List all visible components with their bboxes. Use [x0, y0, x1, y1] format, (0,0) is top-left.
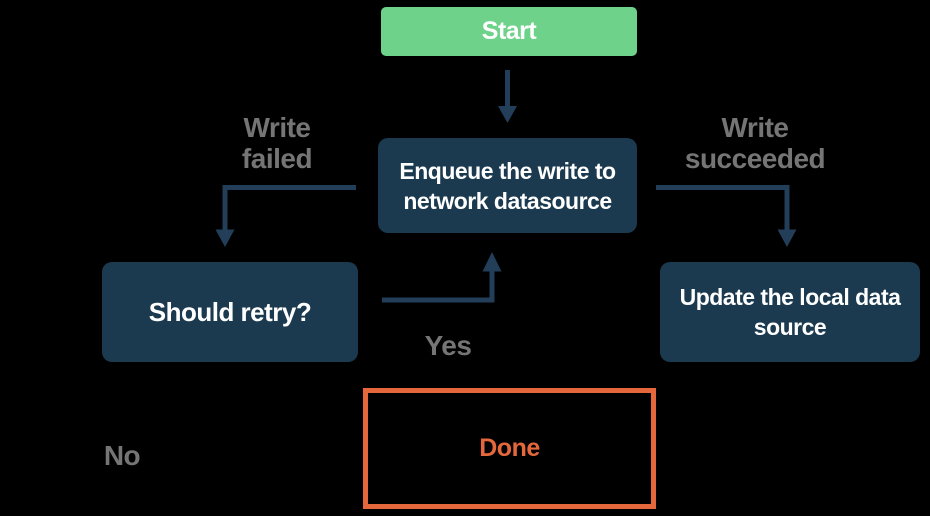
edge-label-write-succeeded: Write succeeded — [665, 112, 845, 174]
node-done: Done — [363, 388, 656, 509]
node-enqueue-write: Enqueue the write to network datasource — [378, 138, 637, 233]
arrow-yes-to-enqueue — [382, 252, 502, 303]
node-update-local-source-label-line2: source — [753, 314, 827, 340]
node-start-label: Start — [481, 17, 537, 45]
edge-label-write-succeeded-line2: succeeded — [684, 143, 826, 174]
node-start: Start — [381, 7, 637, 56]
node-should-retry-label: Should retry? — [148, 296, 312, 327]
node-enqueue-write-label-line1: Enqueue the write to — [399, 157, 616, 184]
edge-label-write-failed: Write failed — [197, 112, 357, 174]
edge-label-write-succeeded-line1: Write — [721, 112, 790, 143]
node-update-local-source: Update the local data source — [660, 262, 920, 362]
edge-label-no: No — [103, 440, 141, 471]
arrow-write-failed-to-should-retry — [215, 185, 356, 247]
edge-label-write-failed-line2: failed — [241, 143, 313, 174]
node-update-local-source-label-line1: Update the local data — [679, 284, 901, 310]
arrow-start-to-enqueue — [498, 70, 517, 123]
node-enqueue-write-label-line2: network datasource — [403, 187, 612, 214]
arrow-write-succeeded-to-update — [656, 185, 797, 247]
edge-label-yes: Yes — [424, 330, 472, 361]
edge-label-write-failed-line1: Write — [243, 112, 312, 143]
node-done-label: Done — [479, 434, 540, 462]
node-should-retry: Should retry? — [102, 262, 358, 362]
